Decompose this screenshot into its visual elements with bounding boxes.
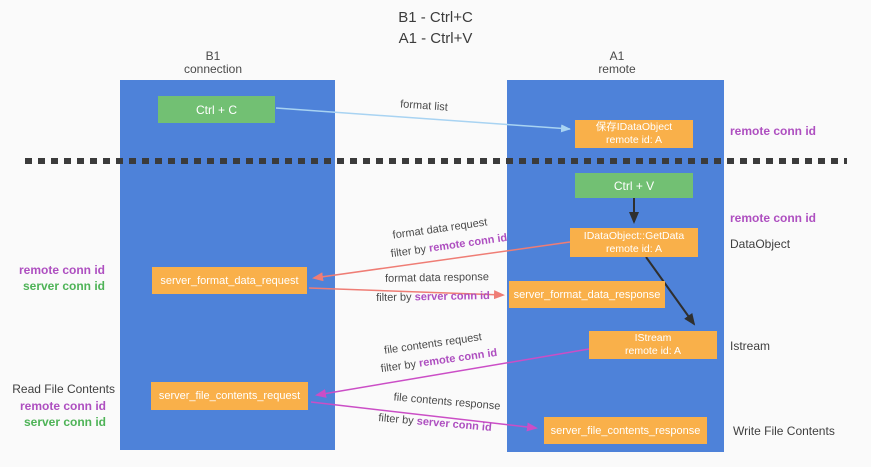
label-filter-by-server-conn-id-1: filter by server conn id [376,290,490,304]
box-server-format-data-response: server_format_data_response [509,281,665,308]
title-line-1: B1 - Ctrl+C [398,9,473,26]
box-store-idataobject-line1: 保存IDataObject [595,121,673,133]
box-idataobject-getdata-line2: remote id: A [605,242,663,255]
annotation-istream: Istream [730,339,771,353]
filter-by-text-2: filter by [376,291,412,304]
arrow-format-data-response [308,287,505,300]
label-format-data-response: format data response [384,271,490,285]
box-server-file-contents-request: server_file_contents_request [151,382,308,410]
box-idataobject-getdata: IDataObject::GetData remote id: A [570,228,698,257]
box-server-file-contents-response: server_file_contents_response [544,417,707,444]
box-server-file-contents-request-label: server_file_contents_request [158,390,301,402]
arrow-getdata-to-istream [645,256,696,326]
column-header-b1: B1 connection [163,50,263,76]
box-store-idataobject-line2: remote id: A [605,134,663,146]
annotation-remote-conn-id-left-2: remote conn id [19,399,106,413]
box-server-format-data-request-label: server_format_data_request [160,274,299,287]
column-b1-name: B1 [205,49,221,63]
box-ctrl-v-label: Ctrl + V [613,178,655,193]
column-a1-role: remote [598,62,636,76]
annotation-remote-conn-id-right-2: remote conn id [730,211,817,225]
box-ctrl-v: Ctrl + V [575,173,693,198]
box-store-idataobject: 保存IDataObject remote id: A [575,120,693,148]
title-line-2: A1 - Ctrl+V [398,30,473,47]
box-istream-line1: IStream [634,332,672,344]
column-a1-name: A1 [609,49,625,63]
annotation-server-conn-id-left-2: server conn id [23,415,106,429]
box-istream-line2: remote id: A [624,345,682,357]
annotation-b1-conn-ids-file: remote conn id server conn id [20,398,106,430]
box-server-file-contents-response-label: server_file_contents_response [550,424,701,437]
box-server-format-data-request: server_format_data_request [152,267,307,294]
annotation-server-conn-id-left-1: server conn id [22,279,105,293]
arrow-format-list [275,107,571,133]
arrow-file-contents-response [310,401,538,432]
box-ctrl-c-label: Ctrl + C [195,102,237,117]
annotation-write-file-contents: Write File Contents [733,424,835,438]
column-b1-role: connection [183,62,243,76]
arrow-format-data-request [312,241,571,282]
annotation-b1-conn-ids-format: remote conn id server conn id [19,262,105,294]
diagram-title: B1 - Ctrl+C A1 - Ctrl+V [0,7,871,49]
server-conn-id-text-1: server conn id [414,290,490,304]
box-server-format-data-response-label: server_format_data_response [513,288,661,301]
annotation-remote-conn-id-left-1: remote conn id [18,263,105,277]
box-idataobject-getdata-line1: IDataObject::GetData [583,229,685,242]
annotation-dataobject: DataObject [730,237,791,251]
column-header-a1: A1 remote [567,50,667,76]
box-istream: IStream remote id: A [589,331,717,359]
box-ctrl-c: Ctrl + C [158,96,275,123]
arrow-file-contents-request [315,348,590,398]
annotation-remote-conn-id-right-1: remote conn id [730,124,817,138]
annotation-read-file-contents: Read File Contents [12,382,115,396]
